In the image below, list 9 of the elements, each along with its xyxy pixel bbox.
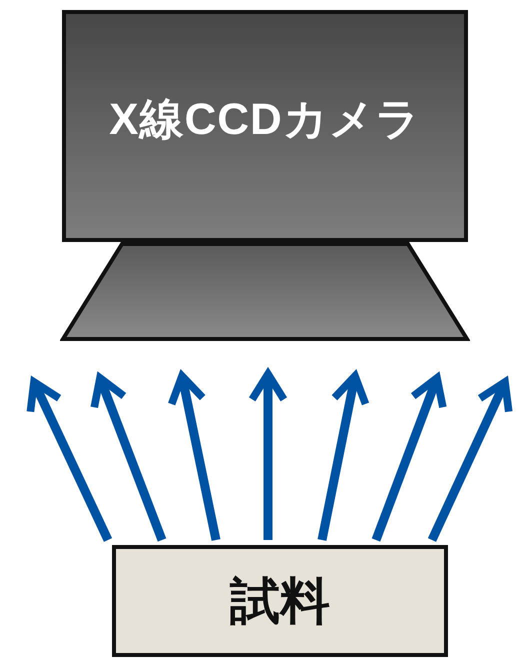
- arrow: [372, 374, 447, 542]
- camera-base-trapezoid: [60, 242, 470, 342]
- arrow: [248, 370, 288, 540]
- arrow: [168, 372, 220, 541]
- sample-box: 試料: [112, 545, 448, 657]
- arrow: [428, 378, 513, 542]
- arrow: [318, 372, 370, 541]
- arrow: [26, 378, 112, 542]
- arrow: [90, 374, 166, 542]
